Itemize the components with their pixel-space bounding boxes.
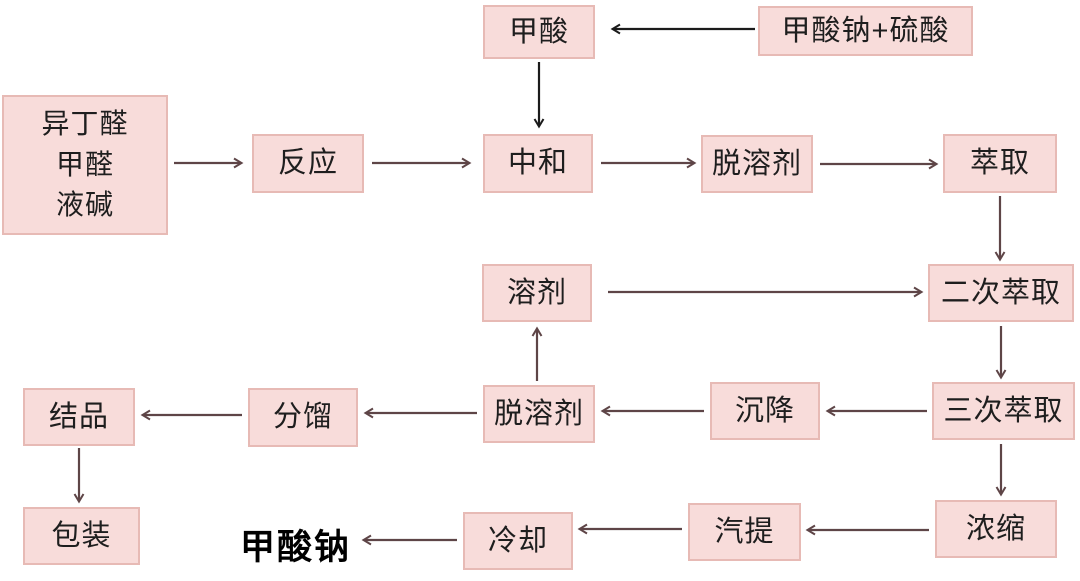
node-extraction: 萃取: [943, 134, 1057, 193]
node-desolvent-mid: 脱溶剂: [483, 385, 595, 443]
node-reaction: 反应: [252, 134, 364, 193]
node-feed-materials: 异丁醛 甲醛 液碱: [2, 95, 168, 235]
node-crystallization: 结品: [23, 388, 135, 446]
node-cooling: 冷却: [463, 512, 573, 570]
node-solvent: 溶剂: [482, 264, 592, 322]
node-formic-acid: 甲酸: [483, 5, 595, 59]
node-fractionation: 分馏: [248, 388, 358, 447]
node-concentration: 浓缩: [935, 500, 1057, 558]
node-sodium-formate-plus-sulfuric-acid: 甲酸钠+硫酸: [758, 6, 973, 56]
node-second-extraction: 二次萃取: [928, 264, 1074, 322]
node-third-extraction: 三次萃取: [932, 382, 1075, 440]
product-label-sodium-formate: 甲酸钠: [240, 528, 352, 567]
node-stripping: 汽提: [688, 503, 801, 561]
node-neutralization: 中和: [483, 134, 593, 193]
node-packaging: 包装: [23, 507, 140, 565]
node-settling: 沉降: [710, 382, 820, 440]
node-desolvent-top: 脱溶剂: [701, 135, 813, 193]
